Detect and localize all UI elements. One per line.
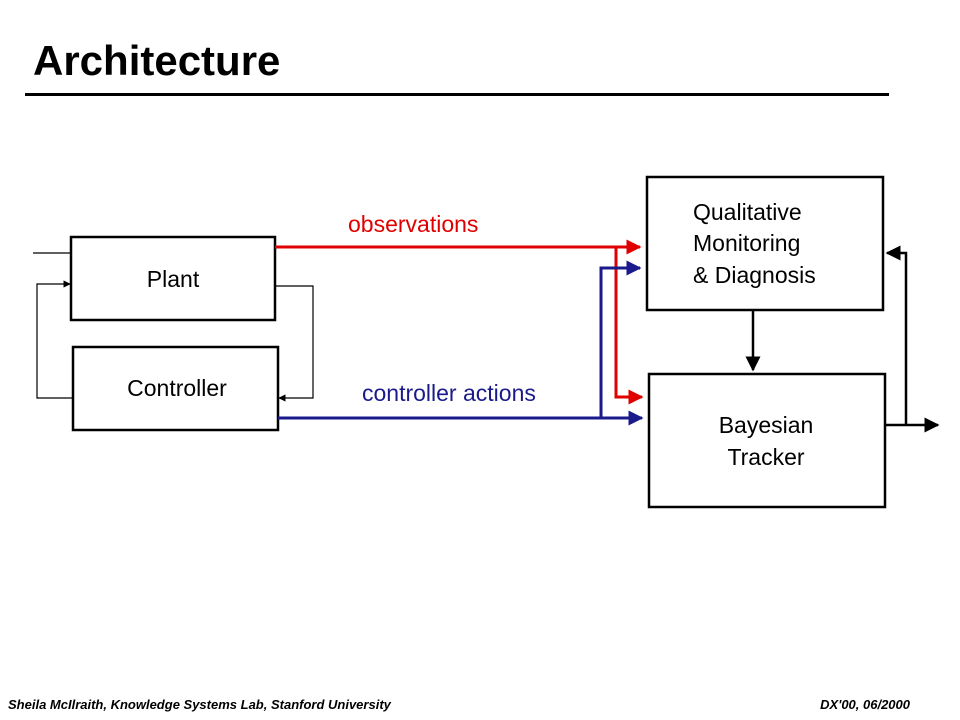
controller-box bbox=[71, 345, 280, 432]
observations-line-to-tracker bbox=[614, 247, 644, 405]
controller-actions-edge: controller actions bbox=[278, 260, 644, 426]
footer-author: Sheila McIlraith, Knowledge Systems Lab,… bbox=[8, 697, 391, 712]
plant-label: Plant bbox=[147, 266, 200, 292]
tracker-label-line1: Bayesian bbox=[719, 412, 814, 438]
plant-box bbox=[69, 235, 277, 322]
qmd-box bbox=[645, 175, 885, 312]
controller-actions-label: controller actions bbox=[362, 380, 536, 406]
qmd-label-line1: Qualitative bbox=[693, 199, 802, 225]
tracker-box bbox=[647, 372, 887, 509]
qmd-node: Qualitative Monitoring & Diagnosis bbox=[645, 175, 885, 312]
plant-node: Plant bbox=[69, 235, 277, 322]
observations-label: observations bbox=[348, 211, 478, 237]
tracker-label-line2: Tracker bbox=[727, 444, 804, 470]
observations-edge: observations bbox=[275, 211, 644, 405]
controller-to-plant-edge bbox=[36, 280, 73, 399]
footer-date: DX'00, 06/2000 bbox=[820, 697, 910, 712]
tracker-to-qmd-feedback-edge bbox=[885, 245, 908, 425]
title-rule bbox=[25, 93, 889, 96]
qmd-label-line3: & Diagnosis bbox=[693, 262, 816, 288]
controller-label: Controller bbox=[127, 375, 227, 401]
plant-to-controller-edge bbox=[275, 285, 314, 402]
qmd-label-line2: Monitoring bbox=[693, 230, 800, 256]
slide-title: Architecture bbox=[33, 37, 281, 84]
controller-node: Controller bbox=[71, 345, 280, 432]
controller-actions-line-to-qmd bbox=[599, 260, 642, 418]
tracker-node: Bayesian Tracker bbox=[647, 372, 887, 509]
